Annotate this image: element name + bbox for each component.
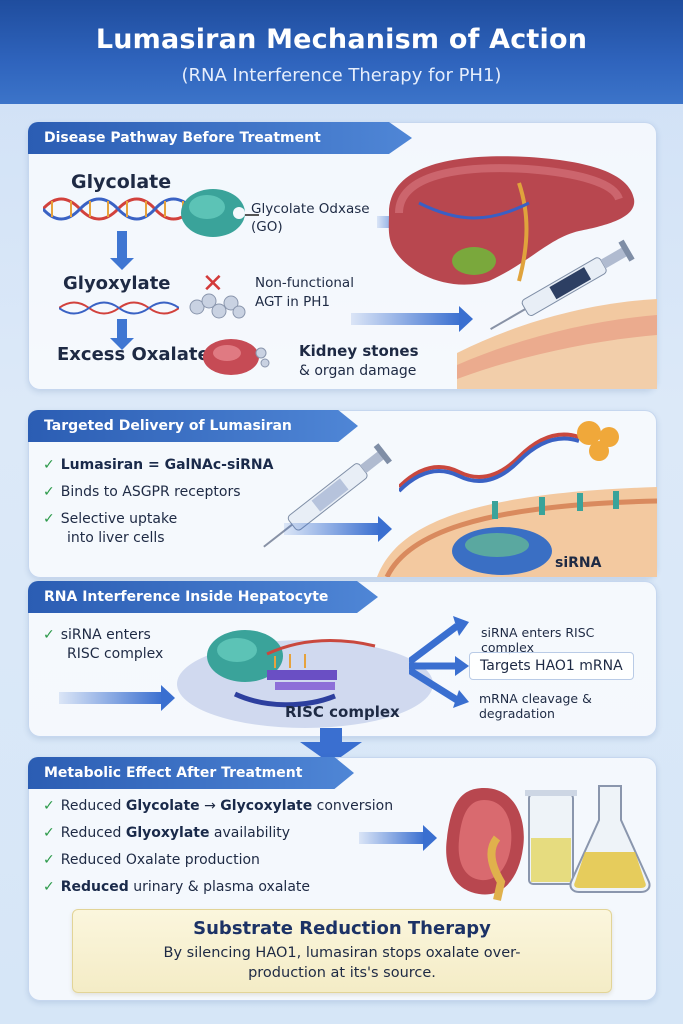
list-item: ✓Selective uptake [43, 511, 178, 527]
enzyme-icon [181, 189, 245, 237]
check-icon: ✓ [43, 798, 55, 814]
sirna-tag: siRNA [555, 555, 602, 571]
enzyme-label-line2: (GO) [251, 219, 283, 235]
arrow-to-cell [284, 516, 392, 542]
page-subtitle: (RNA Interference Therapy for PH1) [181, 65, 502, 86]
agt-label-line1: Non-functional [255, 275, 354, 291]
liver-icon [388, 156, 635, 285]
excess-oxalate-label: Excess Oxalate [57, 344, 210, 365]
dna-helix-icon [59, 301, 179, 315]
molecule-cluster-icon [189, 293, 246, 319]
agt-label-line2: AGT in PH1 [255, 294, 330, 310]
check-icon: ✓ [43, 627, 55, 643]
panel-label-targeted-delivery: Targeted Delivery of Lumasiran [28, 410, 358, 442]
page-title: Lumasiran Mechanism of Action [95, 24, 588, 55]
check-icon: ✓ [43, 879, 55, 895]
glyoxylate-label: Glyoxylate [63, 273, 171, 294]
check-icon: ✓ [43, 852, 55, 868]
step-mrna-cleavage: mRNA cleavage & degradation [479, 691, 592, 721]
risc-complex-icon [177, 630, 433, 728]
panel-label-rna-interference: RNA Interference Inside Hepatocyte [28, 581, 378, 613]
flask-icon [569, 785, 651, 893]
list-item: ✓Reduced Glycolate → Glycoxylate convers… [43, 798, 394, 814]
glycolate-label: Glycolate [71, 171, 172, 193]
list-item: ✓Binds to ASGPR receptors [43, 484, 241, 500]
check-icon: ✓ [43, 457, 55, 473]
arrow-to-kidney [359, 825, 437, 851]
substrate-reduction-box: Substrate Reduction Therapy By silencing… [72, 909, 612, 993]
arrow-to-injection [351, 306, 473, 332]
arrow-to-risc [59, 685, 175, 711]
list-item: ✓Reduced Oxalate production [43, 852, 260, 868]
kidney-icon [446, 788, 524, 901]
step-risc-entry: siRNA enters RISC complex [481, 625, 595, 655]
kidney-label-line2: & organ damage [299, 363, 417, 379]
substrate-title: Substrate Reduction Therapy [193, 918, 491, 939]
substrate-line2: production at its's source. [248, 965, 436, 981]
check-icon: ✓ [43, 484, 55, 500]
dna-helix-icon [43, 197, 193, 221]
risc-complex-label: RISC complex [285, 703, 400, 721]
list-item: ✓Reduced urinary & plasma oxalate [43, 879, 310, 895]
check-icon: ✓ [43, 825, 55, 841]
syringe-icon [490, 239, 635, 330]
header-banner: Lumasiran Mechanism of Action (RNA Inter… [0, 0, 683, 104]
panel-targeted-delivery: Targeted Delivery of Lumasiran ✓Lumasira… [28, 410, 657, 578]
arrow-down-2 [110, 319, 134, 350]
kidney-label-line1: Kidney stones [299, 342, 419, 360]
arrow-down-icon [300, 728, 362, 764]
enzyme-connector-line [245, 214, 259, 216]
arrow-down-1 [110, 231, 134, 270]
list-item-continued: into liver cells [67, 530, 165, 546]
panel-rna-interference: RNA Interference Inside Hepatocyte ✓siRN… [28, 581, 657, 737]
panel-label-metabolic-effect: Metabolic Effect After Treatment [28, 757, 354, 789]
list-item: ✓Lumasiran = GalNAc-siRNA [43, 457, 274, 473]
list-item: ✓siRNA enters [43, 627, 151, 643]
beaker-icon [525, 790, 577, 885]
blocked-x-icon: ✕ [202, 269, 224, 299]
panel-label-disease-pathway: Disease Pathway Before Treatment [28, 122, 412, 154]
list-item-continued: RISC complex [67, 646, 164, 662]
list-item: ✓Reduced Glyoxylate availability [43, 825, 291, 841]
panel-disease-pathway: Disease Pathway Before Treatment Glycola… [28, 122, 657, 390]
enzyme-label-line1: Glycolate Odxase [251, 201, 370, 217]
galnac-sirna-icon [399, 421, 619, 493]
kidney-stone-icon [203, 339, 270, 375]
skin-layer-icon [457, 299, 657, 389]
substrate-line1: By silencing HAO1, lumasiran stops oxala… [163, 945, 521, 961]
step-target-hao1: Targets HAO1 mRNA [469, 652, 634, 680]
arrow-fan-icon [409, 616, 469, 708]
check-icon: ✓ [43, 511, 55, 527]
cell-membrane-icon [377, 487, 657, 577]
